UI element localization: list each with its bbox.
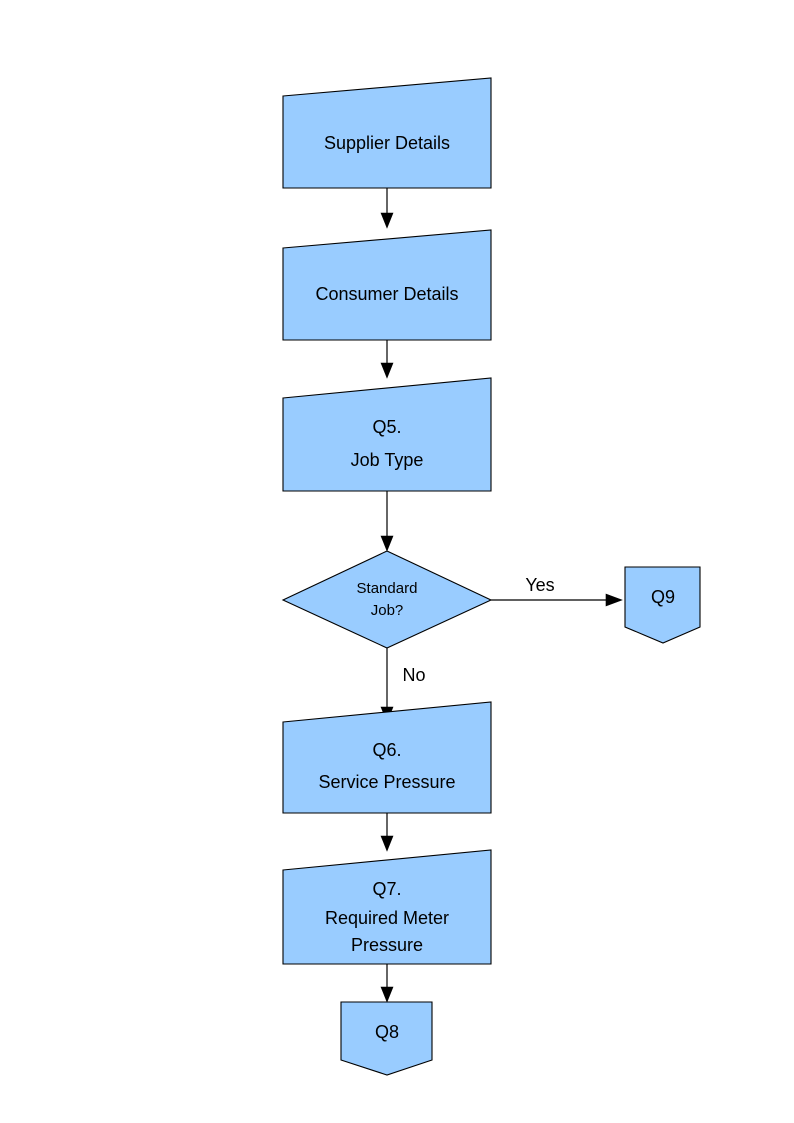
edge-q6-to-q7 — [380, 813, 394, 852]
node-consumer-details[interactable]: Consumer Details — [282, 229, 492, 341]
node-q7-required-meter-pressure[interactable]: Q7. Required Meter Pressure — [282, 849, 492, 965]
q6-service-pressure-label-line1: Q6. — [372, 740, 401, 760]
q6-service-pressure-shape[interactable] — [282, 701, 492, 814]
q6-service-pressure-label-line2: Service Pressure — [318, 772, 455, 792]
edge-decision-yes-to-q9: Yes — [491, 575, 623, 607]
node-q5-job-type[interactable]: Q5. Job Type — [282, 377, 492, 492]
q7-required-meter-pressure-label-line3: Pressure — [351, 935, 423, 955]
consumer-details-label: Consumer Details — [315, 284, 458, 304]
edge-q7-to-q8-arrowhead — [380, 986, 394, 1003]
q8-connector-shape[interactable] — [340, 1001, 433, 1076]
edge-q5-to-decision — [380, 491, 394, 552]
node-q8-connector[interactable]: Q8 — [340, 1001, 433, 1076]
standard-job-decision-label-line1: Standard — [357, 580, 418, 597]
q8-connector-label: Q8 — [375, 1022, 399, 1042]
edge-q5-to-decision-arrowhead — [380, 535, 394, 552]
q7-required-meter-pressure-label-line2: Required Meter — [325, 908, 449, 928]
node-supplier-details[interactable]: Supplier Details — [282, 77, 492, 189]
edge-q6-to-q7-arrowhead — [380, 835, 394, 852]
node-q9-connector[interactable]: Q9 — [624, 566, 701, 644]
q9-connector-label: Q9 — [651, 587, 675, 607]
q5-job-type-label-line1: Q5. — [372, 417, 401, 437]
node-q6-service-pressure[interactable]: Q6. Service Pressure — [282, 701, 492, 814]
q7-required-meter-pressure-label-line1: Q7. — [372, 879, 401, 899]
consumer-details-shape[interactable] — [282, 229, 492, 341]
edge-q7-to-q8 — [380, 964, 394, 1003]
q7-required-meter-pressure-shape[interactable] — [282, 849, 492, 965]
standard-job-decision-shape[interactable] — [281, 550, 493, 649]
q5-job-type-label-line2: Job Type — [351, 450, 424, 470]
supplier-details-shape[interactable] — [282, 77, 492, 189]
edge-decision-yes-to-q9-arrowhead — [605, 593, 623, 607]
node-standard-job-decision[interactable]: Standard Job? — [281, 550, 493, 649]
edge-supplier-to-consumer — [380, 188, 394, 229]
edge-consumer-to-q5 — [380, 340, 394, 379]
edge-supplier-to-consumer-arrowhead — [380, 212, 394, 229]
edge-consumer-to-q5-arrowhead — [380, 362, 394, 379]
q9-connector-shape[interactable] — [624, 566, 701, 644]
q5-job-type-shape[interactable] — [282, 377, 492, 492]
edge-label-yes: Yes — [525, 575, 554, 595]
edge-label-no: No — [402, 665, 425, 685]
standard-job-decision-label-line2: Job? — [371, 602, 404, 619]
supplier-details-label: Supplier Details — [324, 133, 450, 153]
